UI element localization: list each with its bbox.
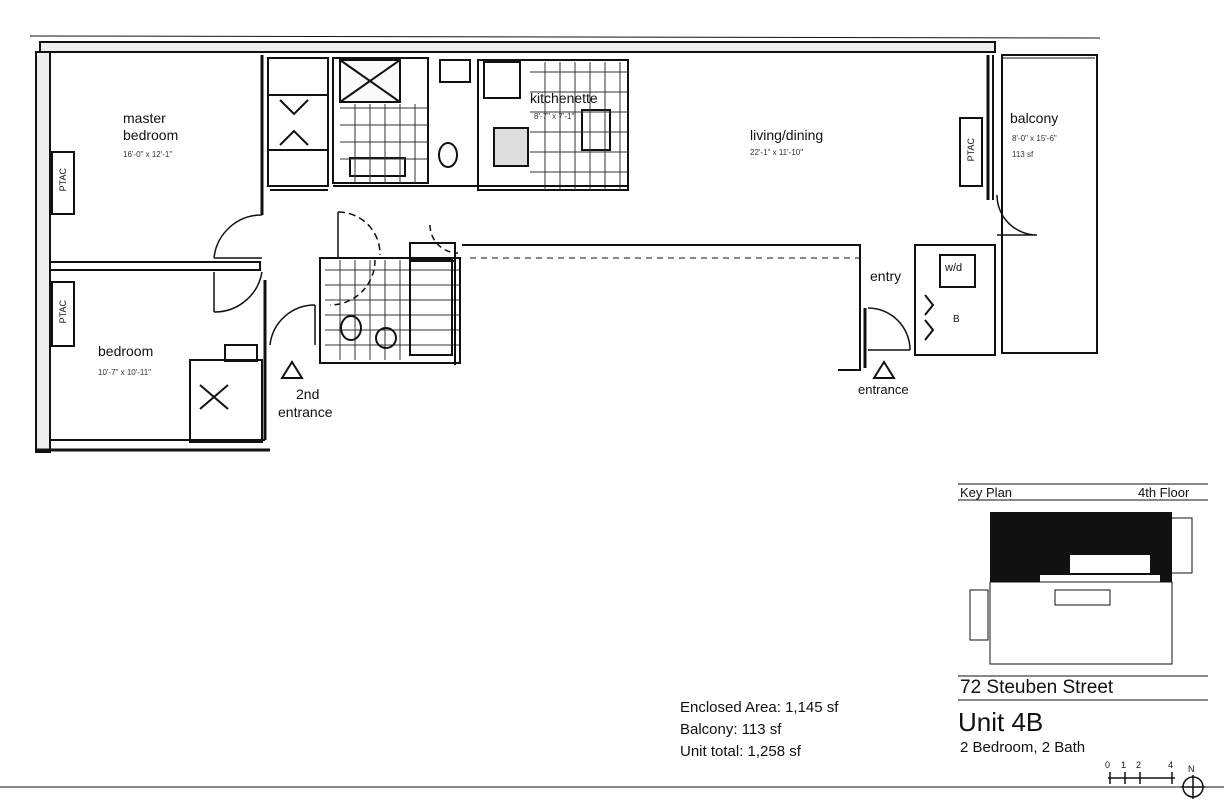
scale-bar [1108,772,1205,799]
living-dining-label: living/dining [750,127,824,143]
master-bedroom-label-line2: bedroom [123,127,179,143]
balcony-dimensions: 8'-0" x 15'-6" [1012,134,1057,143]
key-plan-diagram [958,483,1208,701]
key-plan-label: Key Plan [960,485,1013,500]
ptac-label-bedroom: PTAC [58,300,68,324]
north-arrow-label: N [1188,764,1195,774]
balcony-area: 113 sf [1012,150,1034,159]
balcony-area-summary: Balcony: 113 sf [680,721,782,738]
enclosed-area: Enclosed Area: 1,145 sf [680,699,839,716]
second-entrance-label-line2: entrance [278,404,333,420]
kitchenette-dimensions: 8'-7" x 7'-1" [534,112,575,121]
scale-tick-0: 0 [1105,760,1111,770]
second-entrance-label-line1: 2nd [296,386,320,402]
ptac-label-master: PTAC [58,168,68,192]
bedroom-dimensions: 10'-7" x 10'-11" [98,368,152,377]
living-dining-dimensions: 22'-1" x 11'-10" [750,148,804,157]
main-entrance-label: entrance [858,382,909,397]
west-exterior-wall [35,51,51,453]
kitchenette-label: kitchenette [530,90,598,106]
key-plan-floor: 4th Floor [1138,485,1190,500]
bedroom-partition-wall [49,261,261,271]
master-bedroom-label-line1: master [123,110,166,126]
address-title: 72 Steuben Street [960,677,1114,698]
scale-tick-2: 2 [1136,760,1142,770]
balcony-label: balcony [1010,110,1059,126]
unit-name: Unit 4B [958,707,1044,737]
washer-dryer-label: w/d [945,262,963,274]
north-exterior-wall [39,41,996,53]
entry-label: entry [870,268,902,284]
scale-tick-1: 1 [1121,760,1127,770]
bedroom-label: bedroom [98,343,154,359]
ptac-label-living: PTAC [966,138,976,162]
master-bedroom-label: master bedroom [123,110,178,144]
unit-total-area: Unit total: 1,258 sf [680,743,801,760]
unit-type: 2 Bedroom, 2 Bath [960,739,1086,756]
closet-label: B [953,314,960,325]
scale-tick-4: 4 [1168,760,1174,770]
master-bedroom-dimensions: 16'-0" x 12'-1" [123,150,173,159]
